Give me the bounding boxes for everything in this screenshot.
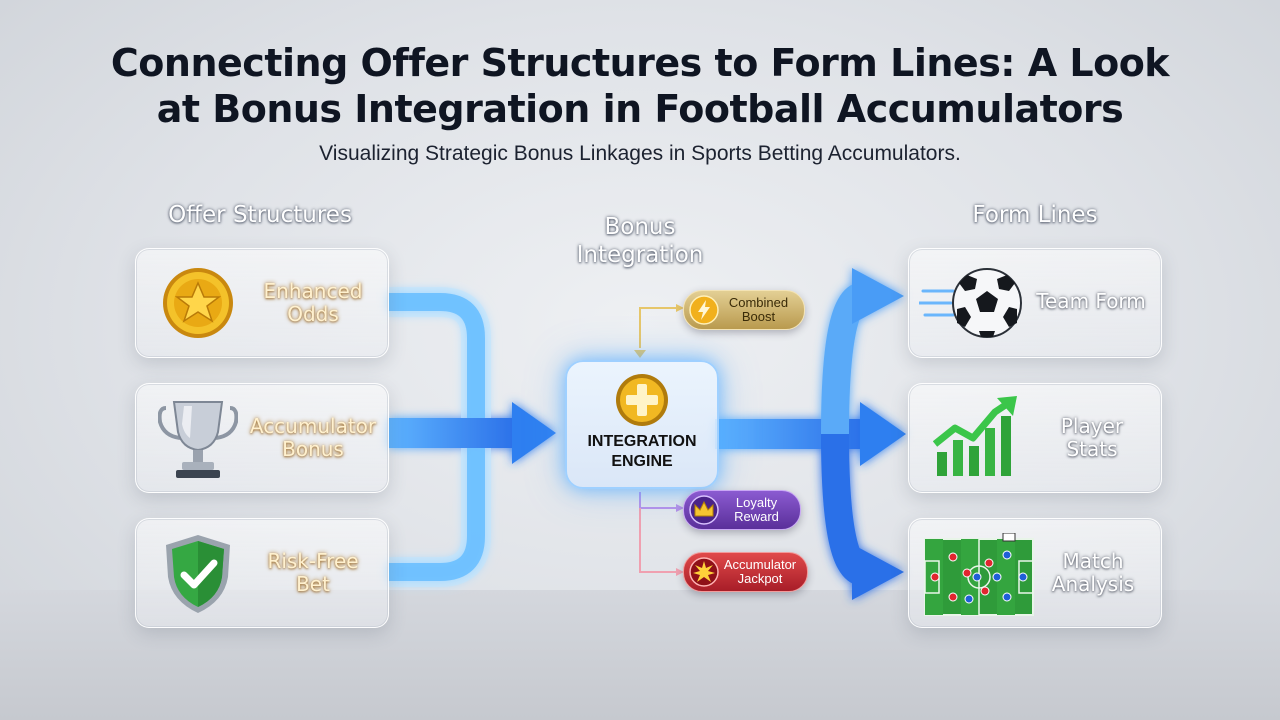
bonus-thin-connectors: [634, 304, 684, 576]
page-title: Connecting Offer Structures to Form Line…: [0, 40, 1280, 132]
form-card-player-stats[interactable]: Player Stats: [908, 383, 1162, 493]
silver-trophy-icon: [158, 401, 238, 478]
crown-icon: [689, 495, 719, 525]
form-label: Match Analysis: [1051, 549, 1135, 596]
form-column-heading: Form Lines: [972, 202, 1098, 228]
offer-label: Enhanced Odds: [263, 279, 363, 326]
bonus-column-heading: Bonus Integration: [576, 214, 704, 268]
bonus-label: Accumulator Jackpot: [723, 557, 797, 586]
offer-card-enhanced-odds[interactable]: Enhanced Odds: [135, 248, 389, 358]
offers-column-heading: Offer Structures: [168, 202, 352, 228]
jackpot-starburst-icon: [689, 557, 719, 587]
form-label: Team Form: [1036, 289, 1146, 313]
bonus-label: Combined Boost: [728, 295, 789, 324]
bonus-pill-loyalty-reward[interactable]: Loyalty Reward: [683, 490, 801, 530]
growth-chart-icon: [933, 396, 1017, 476]
form-label: Player Stats: [1060, 414, 1124, 461]
offer-label: Risk-Free Bet: [267, 549, 359, 596]
title-line-1: Connecting Offer Structures to Form Line…: [110, 41, 1170, 85]
page-subtitle: Visualizing Strategic Bonus Linkages in …: [319, 142, 961, 165]
bonus-label: Loyalty Reward: [734, 495, 779, 524]
offer-card-risk-free-bet[interactable]: Risk-Free Bet: [135, 518, 389, 628]
title-line-2: at Bonus Integration in Football Accumul…: [156, 87, 1124, 131]
plus-gear-icon: [616, 374, 668, 426]
offers-merge-arrow: [388, 287, 556, 587]
lightning-icon: [689, 295, 719, 325]
integration-engine[interactable]: INTEGRATION ENGINE: [565, 360, 719, 489]
gold-coin-star-icon: [163, 268, 233, 338]
form-card-match-analysis[interactable]: Match Analysis: [908, 518, 1162, 628]
form-fan-arrows: [715, 268, 906, 600]
green-shield-check-icon: [166, 535, 230, 613]
offer-label: Accumulator Bonus: [249, 414, 377, 461]
bonus-pill-accumulator-jackpot[interactable]: Accumulator Jackpot: [683, 552, 808, 592]
offer-card-accumulator-bonus[interactable]: Accumulator Bonus: [135, 383, 389, 493]
football-icon: [919, 268, 1022, 338]
tactics-pitch-icon: [924, 533, 1034, 616]
form-card-team-form[interactable]: Team Form: [908, 248, 1162, 358]
bonus-pill-combined-boost[interactable]: Combined Boost: [683, 290, 805, 330]
engine-label: INTEGRATION ENGINE: [587, 433, 697, 470]
